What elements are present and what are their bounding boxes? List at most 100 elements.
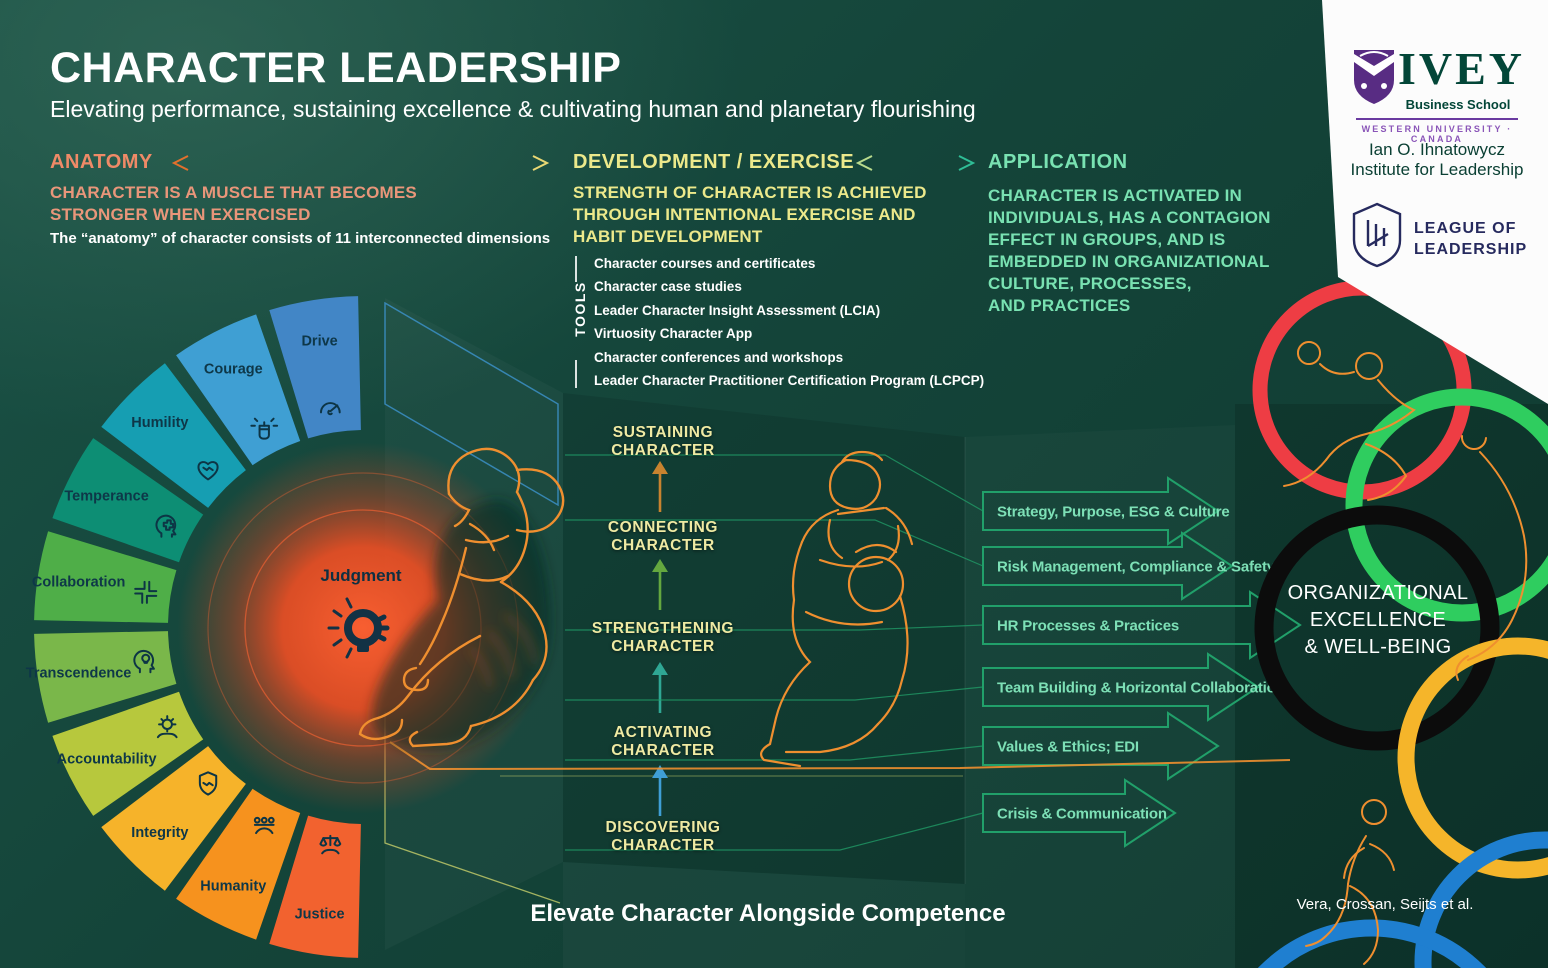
wheel-segment-humanity [176, 788, 301, 940]
ivey-institute-label: Ian O. Ihnatowycz Institute for Leadersh… [1350, 140, 1524, 179]
ivey-school-label: Business School [1405, 97, 1511, 112]
page-subtitle: Elevating performance, sustaining excell… [50, 96, 976, 122]
development-application-arrow [855, 155, 976, 171]
attribution: Vera, Crossan, Seijts et al. [1296, 896, 1474, 913]
development-section-label: DEVELOPMENT / EXERCISE [573, 151, 855, 173]
wheel-label-justice: Justice [295, 906, 345, 922]
wheel-segment-temperance [52, 438, 204, 563]
wheel-label-accountability: Accountability [57, 752, 157, 768]
fist-icon [250, 417, 279, 440]
wheel-label-transcendence: Transcendence [26, 665, 132, 681]
stage-progress-arrowhead [652, 662, 668, 675]
judgment-center-label: Judgment [320, 566, 402, 585]
anatomy-development-arrow [171, 155, 550, 171]
male-athlete-line-art [760, 450, 914, 768]
organizational-excellence-label: ORGANIZATIONAL EXCELLENCE & WELL-BEING [1287, 582, 1469, 658]
female-athlete-line-art [358, 447, 565, 750]
application-arrow [982, 652, 1260, 722]
stage-strengthening-character: STRENGTHENING CHARACTER [591, 620, 735, 655]
wheel-label-humility: Humility [131, 415, 188, 431]
application-connector-line [565, 745, 984, 761]
stage-progress-arrowhead [652, 461, 668, 474]
blue-ring-2 [1257, 919, 1487, 968]
heart-handshake-icon [197, 461, 219, 481]
application-arrow-label: Strategy, Purpose, ESG & Culture [997, 504, 1230, 521]
tool-item: Leader Character Practitioner Certificat… [594, 373, 985, 389]
application-arrow [982, 476, 1220, 546]
athlete-connector-line [389, 741, 1291, 771]
character-dimension-wheel: DriveCourageHumilityTemperanceCollaborat… [26, 296, 390, 958]
wheel-label-humanity: Humanity [200, 878, 266, 894]
wheel-segment-accountability [52, 691, 204, 816]
stage-discovering-character: DISCOVERING CHARACTER [605, 819, 721, 854]
application-connector-line [565, 686, 984, 701]
tools-bracket-top [575, 256, 577, 282]
application-arrow-label: Crisis & Communication [997, 806, 1167, 823]
stage-progress-arrowhead [652, 559, 668, 572]
stage-connecting-character: CONNECTING CHARACTER [607, 519, 719, 554]
olympic-rings [1252, 280, 1548, 968]
shield-handshake-icon [198, 771, 218, 796]
application-arrow [982, 778, 1177, 848]
application-arrow-label: Team Building & Horizontal Collaboration [997, 680, 1285, 697]
gear-hands-icon [156, 715, 178, 739]
wheel-segment-humility [101, 363, 246, 508]
application-arrow [982, 531, 1234, 601]
ivey-university-label: WESTERN UNIVERSITY · CANADA [1361, 124, 1513, 144]
yellow-ring [1397, 637, 1548, 879]
people-hand-icon [253, 816, 275, 835]
stage-progress-arrowhead [652, 765, 668, 778]
stage-ladder-arrows [652, 461, 668, 816]
wheel-segment-transcendence [34, 631, 177, 723]
application-arrow-label: Risk Management, Compliance & Safety [997, 559, 1276, 576]
tools-bracket-bottom [575, 360, 577, 388]
gauge-icon [319, 402, 341, 416]
tagline: Elevate Character Alongside Competence [530, 900, 1006, 927]
wheel-label-courage: Courage [204, 362, 263, 378]
stage-activating-character: ACTIVATING CHARACTER [611, 724, 715, 759]
wheel-segment-justice [269, 815, 361, 958]
anatomy-note: The “anatomy” of character consists of 1… [50, 230, 551, 247]
application-connector-line [565, 624, 984, 631]
application-arrow-label: HR Processes & Practices [997, 618, 1179, 635]
wheel-label-integrity: Integrity [131, 825, 188, 841]
anatomy-section-label: ANATOMY [50, 151, 153, 173]
application-arrow-label: Values & Ethics; EDI [997, 739, 1139, 756]
head-puzzle-icon [155, 514, 177, 538]
league-of-leadership-logo [1352, 202, 1402, 268]
page-title: CHARACTER LEADERSHIP [50, 44, 622, 92]
tool-item: Character case studies [594, 279, 742, 295]
tool-item: Character courses and certificates [594, 256, 816, 271]
head-lightbulb-icon [133, 649, 155, 674]
application-section-label: APPLICATION [988, 151, 1128, 173]
wheel-label-drive: Drive [301, 334, 337, 350]
blue-ring [1414, 831, 1548, 968]
scales-hand-icon [319, 834, 342, 855]
tool-item: Character conferences and workshops [594, 349, 844, 365]
rings-athletes-line-art [1283, 340, 1528, 965]
application-connector-line [565, 454, 984, 512]
application-connector-line [565, 519, 984, 567]
league-of-leadership-label: LEAGUE OF LEADERSHIP [1414, 220, 1528, 258]
lightbulb-gear-icon [327, 597, 390, 659]
ivey-wordmark: IVEY [1398, 43, 1526, 94]
ivey-crest-logo [1354, 50, 1394, 104]
hands-together-icon [134, 580, 158, 604]
tool-item: Virtuosity Character App [594, 326, 753, 342]
stage-sustaining-character: SUSTAINING CHARACTER [611, 424, 715, 459]
black-ring [1254, 505, 1500, 751]
development-claim: STRENGTH OF CHARACTER IS ACHIEVED THROUG… [573, 183, 927, 246]
stage-to-application-connectors [565, 454, 984, 851]
application-connector-line [565, 812, 984, 851]
wheel-label-temperance: Temperance [64, 488, 148, 504]
anatomy-claim: CHARACTER IS A MUSCLE THAT BECOMES STRON… [50, 183, 417, 224]
tool-item: Leader Character Insight Assessment (LCI… [594, 302, 881, 318]
wheel-segment-drive [269, 296, 361, 439]
application-arrow [982, 590, 1302, 660]
tools-list: Character courses and certificates Chara… [594, 252, 984, 392]
application-claim: CHARACTER IS ACTIVATED IN INDIVIDUALS, H… [988, 186, 1271, 315]
ivey-divider [1356, 118, 1518, 120]
